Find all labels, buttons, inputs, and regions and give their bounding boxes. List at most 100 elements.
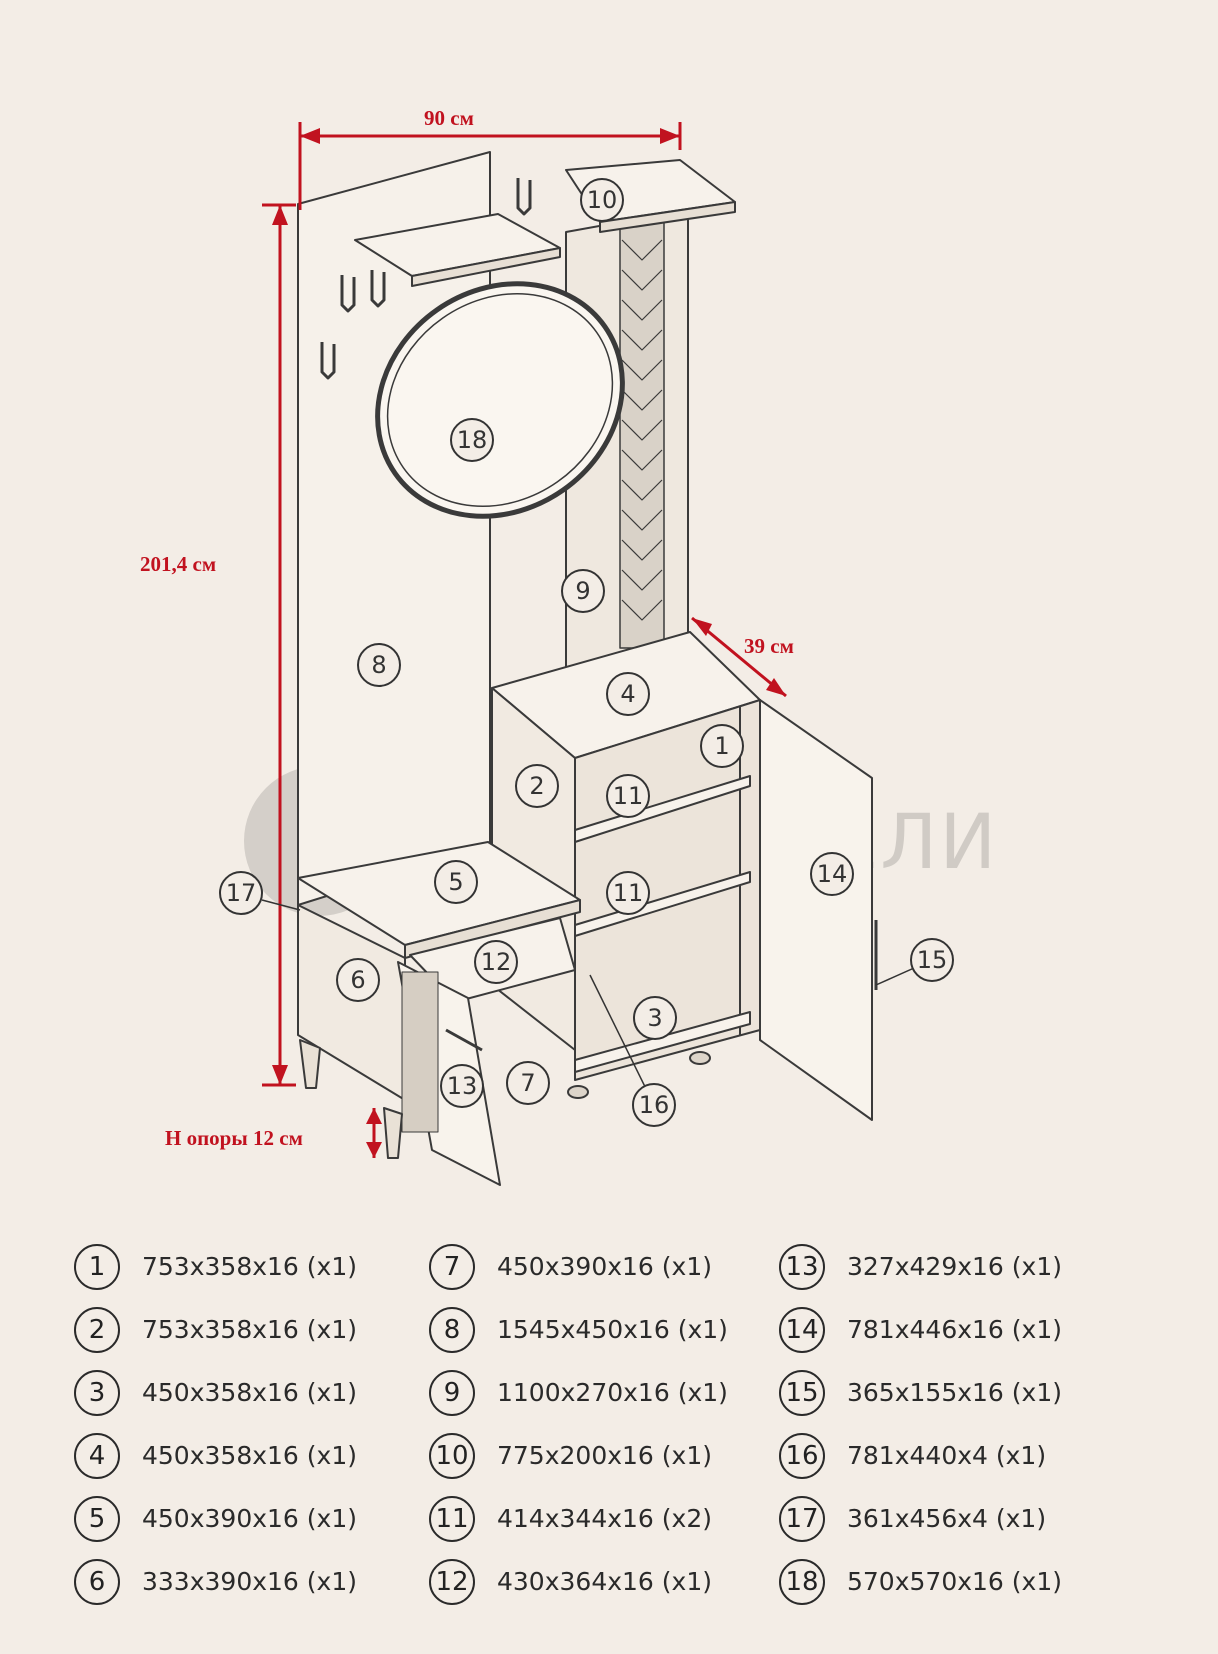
callout-circle-13 xyxy=(440,1064,484,1108)
callout-circle-18 xyxy=(450,418,494,462)
shelf-10-edge xyxy=(599,201,736,233)
part-size: 450х358х16 (х1) xyxy=(142,1441,357,1470)
part-number: 9 xyxy=(429,1369,475,1416)
callout-label-15: 15 xyxy=(917,946,948,974)
callout-circle-11 xyxy=(606,871,650,915)
part-row: 1 753х358х16 (х1) xyxy=(74,1235,357,1298)
part-number: 14 xyxy=(779,1306,825,1353)
part-size: 365х155х16 (х1) xyxy=(847,1378,1062,1407)
part-size: 430х364х16 (х1) xyxy=(497,1567,712,1596)
part-number: 4 xyxy=(74,1432,120,1479)
callout-circle-9 xyxy=(561,569,605,613)
part-number: 18 xyxy=(779,1558,825,1605)
hook-4 xyxy=(516,178,532,216)
dimension-height-label: 201,4 см xyxy=(140,552,217,576)
part-row: 3 450х358х16 (х1) xyxy=(74,1361,357,1424)
part-size: 753х358х16 (х1) xyxy=(142,1315,357,1344)
panel-3-bottom xyxy=(574,1011,751,1073)
shelf-11-upper xyxy=(574,775,751,843)
callout-circle-1 xyxy=(700,724,744,768)
part-number: 6 xyxy=(74,1558,120,1605)
callout-circle-4 xyxy=(606,672,650,716)
callout-label-18: 18 xyxy=(457,426,488,454)
part-row: 16 781х440х4 (х1) xyxy=(779,1424,1062,1487)
part-number: 3 xyxy=(74,1369,120,1416)
door-13-handle xyxy=(445,1028,483,1052)
part-size: 361х456х4 (х1) xyxy=(847,1504,1047,1533)
part-row: 2 753х358х16 (х1) xyxy=(74,1298,357,1361)
part-row: 18 570х570х16 (х1) xyxy=(779,1550,1062,1613)
part-number: 17 xyxy=(779,1495,825,1542)
callout-circle-2 xyxy=(515,764,559,808)
callout-label-10: 10 xyxy=(587,186,618,214)
part-number: 16 xyxy=(779,1432,825,1479)
dimension-width-label: 90 см xyxy=(424,106,474,130)
hat-shelf-edge xyxy=(411,247,561,287)
decor-strip xyxy=(619,217,665,649)
callout-label-2: 2 xyxy=(529,772,544,800)
part-size: 1100х270х16 (х1) xyxy=(497,1378,728,1407)
part-number: 11 xyxy=(429,1495,475,1542)
callout-circle-3 xyxy=(633,996,677,1040)
part-number: 2 xyxy=(74,1306,120,1353)
shelf-11-lower xyxy=(574,871,751,937)
part-size: 781х440х4 (х1) xyxy=(847,1441,1047,1470)
parts-column-3: 13 327х429х16 (х1) 14 781х446х16 (х1) 15 365х… xyxy=(779,1235,1062,1613)
part-size: 753х358х16 (х1) xyxy=(142,1252,357,1281)
callout-label-17: 17 xyxy=(226,879,257,907)
callout-label-14: 14 xyxy=(817,860,848,888)
hook-1 xyxy=(340,275,356,313)
mirror-18-glass xyxy=(386,292,614,508)
part-row: 15 365х155х16 (х1) xyxy=(779,1361,1062,1424)
mirror-18-frame xyxy=(375,281,625,519)
hook-3 xyxy=(320,342,336,380)
part-size: 781х446х16 (х1) xyxy=(847,1315,1062,1344)
callout-label-1: 1 xyxy=(714,732,729,760)
callout-circle-5 xyxy=(434,860,478,904)
dimension-arrows xyxy=(272,128,786,1158)
callout-circle-10 xyxy=(580,178,624,222)
part-size: 450х390х16 (х1) xyxy=(497,1252,712,1281)
leg-front-left xyxy=(299,1039,321,1089)
dimension-depth-label: 39 см xyxy=(744,634,794,658)
part-size: 775х200х16 (х1) xyxy=(497,1441,712,1470)
part-number: 13 xyxy=(779,1243,825,1290)
part-row: 9 1100х270х16 (х1) xyxy=(429,1361,728,1424)
callout-circle-17 xyxy=(219,871,263,915)
part-number: 1 xyxy=(74,1243,120,1290)
foot-1 xyxy=(567,1085,589,1099)
dimension-leg-height-label: Н опоры 12 см xyxy=(165,1126,303,1150)
callout-circle-12 xyxy=(474,940,518,984)
part-row: 13 327х429х16 (х1) xyxy=(779,1235,1062,1298)
callout-label-11: 11 xyxy=(613,782,644,810)
part-number: 15 xyxy=(779,1369,825,1416)
part-size: 1545х450х16 (х1) xyxy=(497,1315,728,1344)
part-size: 333х390х16 (х1) xyxy=(142,1567,357,1596)
part-row: 4 450х358х16 (х1) xyxy=(74,1424,357,1487)
callout-label-11: 11 xyxy=(613,879,644,907)
part-size: 570х570х16 (х1) xyxy=(847,1567,1062,1596)
callout-circle-11 xyxy=(606,774,650,818)
callout-label-16: 16 xyxy=(639,1091,670,1119)
part-size: 327х429х16 (х1) xyxy=(847,1252,1062,1281)
part-row: 6 333х390х16 (х1) xyxy=(74,1550,357,1613)
decor-strip-pattern xyxy=(621,239,663,621)
callout-circle-6 xyxy=(336,958,380,1002)
callout-leader-line xyxy=(589,974,655,1106)
part-size: 450х358х16 (х1) xyxy=(142,1378,357,1407)
callout-label-7: 7 xyxy=(520,1069,535,1097)
door-14 xyxy=(759,699,873,1121)
seat-5-edge xyxy=(404,899,581,959)
callout-label-3: 3 xyxy=(647,1004,662,1032)
parts-list: 1 753х358х16 (х1) 2 753х358х16 (х1) 3 450х358… xyxy=(74,1235,1154,1635)
hook-2 xyxy=(370,270,386,308)
callout-circle-8 xyxy=(357,643,401,687)
